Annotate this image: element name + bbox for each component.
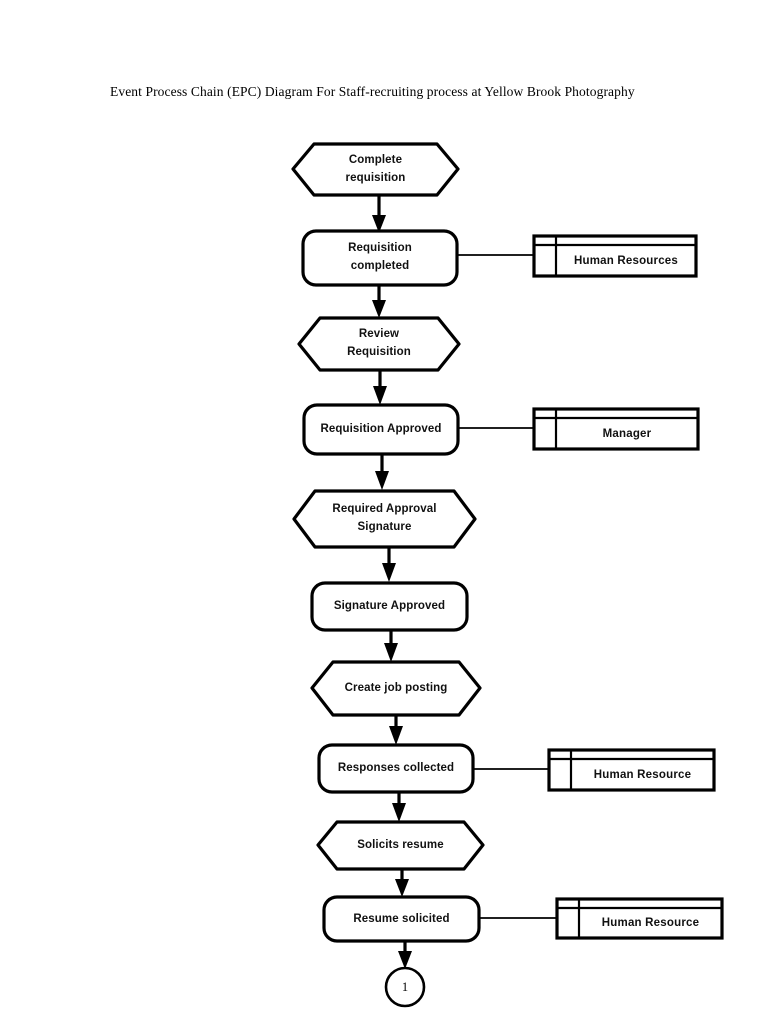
org-unit-o4-shape[interactable] xyxy=(555,897,724,940)
org-unit-o1-shape[interactable] xyxy=(532,234,698,278)
flow-arrow-n4-n5 xyxy=(375,454,389,490)
flow-arrow-n8-n9 xyxy=(392,792,406,822)
process-connector-circle[interactable] xyxy=(384,966,426,1008)
flow-arrow-n6-n7 xyxy=(384,630,398,662)
org-unit-o3-shape[interactable] xyxy=(547,748,716,792)
node-n8-event-shape[interactable] xyxy=(317,743,475,794)
node-n7-function-shape[interactable] xyxy=(310,660,482,717)
flow-arrow-n3-n4 xyxy=(373,370,387,405)
node-n9-function-shape[interactable] xyxy=(316,820,485,871)
node-n2-event-shape[interactable] xyxy=(301,229,459,287)
org-unit-o2-shape[interactable] xyxy=(532,407,700,451)
node-n4-event-shape[interactable] xyxy=(302,403,460,456)
node-n6-event-shape[interactable] xyxy=(310,581,469,632)
node-n5-function-shape[interactable] xyxy=(292,489,477,549)
flow-arrow-n10-connector xyxy=(398,941,412,969)
flow-arrow-n2-n3 xyxy=(372,285,386,318)
flow-arrow-n7-n8 xyxy=(389,715,403,745)
flow-arrow-n9-n10 xyxy=(395,869,409,897)
page-title: Event Process Chain (EPC) Diagram For St… xyxy=(110,84,635,99)
node-n10-event-shape[interactable] xyxy=(322,895,481,943)
node-n1-function-shape[interactable] xyxy=(291,142,460,197)
node-n3-function-shape[interactable] xyxy=(297,316,461,372)
flow-arrow-n5-n6 xyxy=(382,547,396,582)
flow-arrow-n1-n2 xyxy=(372,195,386,233)
